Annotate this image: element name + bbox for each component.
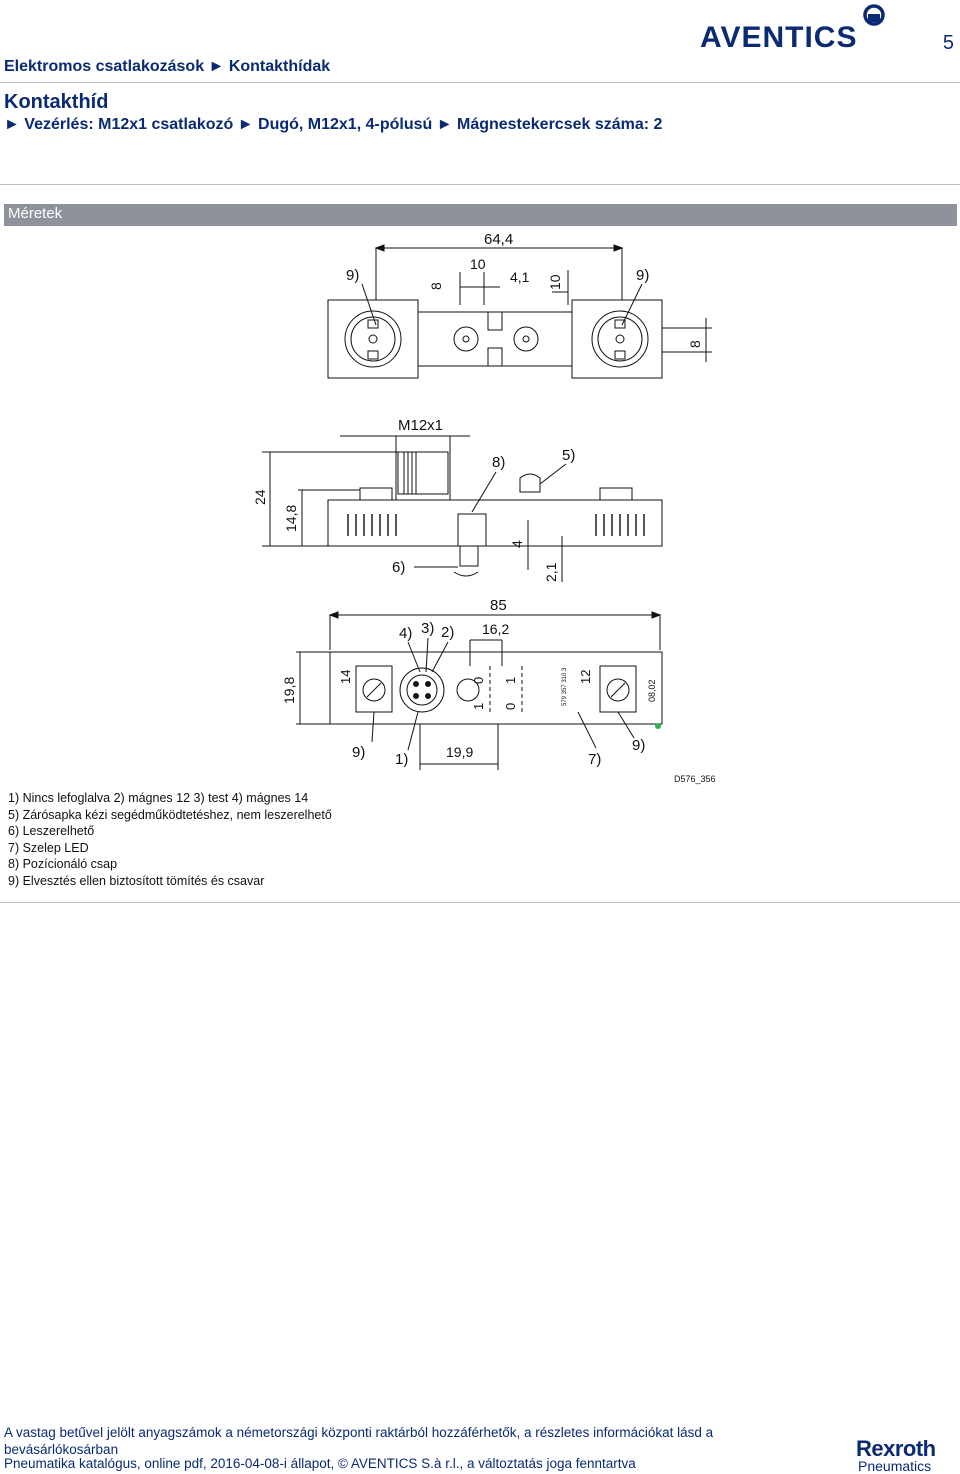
dim-4: 4: [509, 540, 525, 548]
title-divider: [0, 184, 960, 185]
page-title: Kontakthíd: [4, 91, 109, 113]
rexroth-logo: Rexroth: [856, 1436, 936, 1461]
dim-64-4: 64,4: [484, 231, 513, 248]
front-view: 85 16,2 4) 3) 2) 0 1 1 0 579 357 310 3 1…: [281, 597, 716, 784]
legend-item: 5) Zárósapka kézi segédműködtetéshez, ne…: [8, 807, 332, 822]
mark-0-b: 0: [503, 703, 518, 710]
section-label: Méretek: [8, 205, 63, 222]
label-14: 14: [338, 670, 353, 684]
dim-10-b: 10: [547, 274, 563, 290]
callout-7: 7): [588, 751, 601, 768]
aventics-logo: AVENTICS: [700, 2, 886, 54]
page-number: 5: [942, 32, 954, 54]
legend-item: 9) Elvesztés ellen biztosított tömítés é…: [8, 873, 265, 888]
callout-9-top-right: 9): [636, 267, 649, 284]
dim-8: 8: [428, 282, 444, 290]
callout-6: 6): [392, 559, 405, 576]
callout-2: 2): [441, 624, 454, 641]
drawing-id: D576_356: [674, 774, 716, 784]
date-code: 08,02: [647, 679, 657, 702]
callout-3: 3): [421, 620, 434, 637]
side-view: M12x1 8) 5) 6): [252, 417, 663, 582]
callout-9-bottom-left: 9): [352, 744, 365, 761]
dim-19-9: 19,9: [446, 744, 473, 760]
thread-label: M12x1: [398, 417, 443, 434]
dim-10-a: 10: [470, 256, 486, 272]
callout-9-top-left: 9): [346, 267, 359, 284]
dim-2-1: 2,1: [543, 562, 559, 582]
callout-9-bottom-right: 9): [632, 737, 645, 754]
dim-19-8: 19,8: [281, 677, 297, 704]
legend-item: 1) Nincs lefoglalva 2) mágnes 12 3) test…: [8, 791, 309, 805]
legend-item: 8) Pozícionáló csap: [8, 857, 118, 871]
dimension-drawing: 64,4 10 8 4,1 10 9) 9) 8 M12: [240, 228, 960, 788]
dim-24: 24: [252, 489, 268, 505]
section-bar: [4, 204, 957, 226]
dim-4-1: 4,1: [510, 269, 530, 285]
callout-4: 4): [399, 625, 412, 642]
dim-16-2: 16,2: [482, 621, 509, 637]
legend-divider: [0, 902, 960, 903]
breadcrumb: Elektromos csatlakozások ► Kontakthídak: [4, 58, 331, 75]
callout-8: 8): [492, 454, 505, 471]
header-divider: [0, 82, 960, 83]
callout-1: 1): [395, 751, 408, 768]
mark-1-a: 1: [471, 703, 486, 710]
top-view: 64,4 10 8 4,1 10 9) 9) 8: [327, 231, 712, 379]
footer-catalog: Pneumatika katalógus, online pdf, 2016-0…: [4, 1456, 636, 1471]
mark-0-a: 0: [471, 677, 486, 684]
label-12: 12: [578, 670, 593, 684]
dim-14-8: 14,8: [283, 505, 299, 532]
page-subtitle: ► Vezérlés: M12x1 csatlakozó ► Dugó, M12…: [4, 116, 663, 133]
logo-text: AVENTICS: [700, 21, 857, 54]
callout-5: 5): [562, 447, 575, 464]
pneumatics-label: Pneumatics: [858, 1458, 932, 1474]
mark-1-b: 1: [503, 677, 518, 684]
dim-8-height: 8: [687, 340, 703, 348]
legend: 1) Nincs lefoglalva 2) mágnes 12 3) test…: [8, 790, 332, 889]
part-number: 579 357 310 3: [562, 667, 568, 706]
legend-item: 7) Szelep LED: [8, 840, 89, 855]
legend-item: 6) Leszerelhető: [8, 824, 95, 838]
dim-85: 85: [490, 597, 507, 614]
footer-note: A vastag betűvel jelölt anyagszámok a né…: [4, 1425, 714, 1457]
